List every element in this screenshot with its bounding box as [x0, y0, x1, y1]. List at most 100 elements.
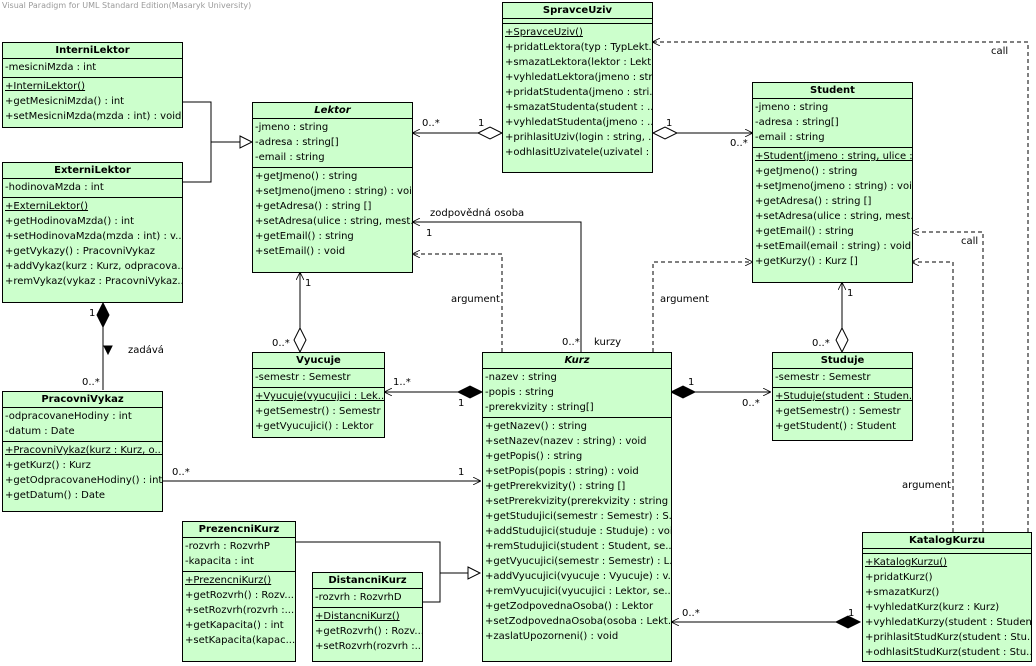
mult-student-spravce: 0..*	[730, 138, 748, 149]
label-argument-lektor: argument	[451, 294, 500, 305]
attributes-compartment: -jmeno : string -adresa : string[] -email …	[753, 99, 912, 148]
class-name: Student	[753, 83, 912, 99]
class-lektor[interactable]: Lektor-jmeno : string-adresa : string[]-…	[252, 102, 413, 273]
operation-row: +getPrerekvizity() : string []	[485, 481, 626, 492]
operations-compartment: +SpravceUziv()+pridatLektora(typ : TypLe…	[503, 24, 652, 162]
attribute-row: -jmeno : string	[755, 102, 829, 113]
operation-row: +vyhledatKurzy(student : Student)	[865, 617, 1031, 628]
attributes-compartment: -rozvrh : RozvrhP -kapacita : int	[183, 538, 295, 572]
class-name: ExterniLektor	[3, 163, 182, 179]
class-distancni-kurz[interactable]: DistancniKurz-rozvrh : RozvrhD+Distancni…	[312, 572, 423, 662]
operation-row: +getAdresa() : string []	[755, 196, 872, 207]
class-vyucuje[interactable]: Vyucuje-semestr : Semestr+Vyucuje(vyucuj…	[252, 352, 385, 438]
operation-row: +odhlasitUzivatele(uzivatel : ...	[505, 147, 652, 158]
operation-row: +Studuje(student : Studen...	[775, 391, 912, 402]
class-interni-lektor[interactable]: InterniLektor-mesicniMzda : int+InterniL…	[2, 42, 183, 128]
class-name: Kurz	[483, 353, 671, 369]
operation-row: +remStudujici(student : Student, se...	[485, 541, 671, 552]
operation-row: +getNazev() : string	[485, 421, 587, 432]
label-argument-katalog: argument	[902, 480, 951, 491]
mult-externi-vykaz: 1	[89, 308, 95, 319]
attributes-compartment: -semestr : Semestr	[253, 369, 384, 388]
dependency-argument-lektor	[413, 254, 503, 352]
operation-row: +setHodinovaMzda(mzda : int) : v...	[5, 231, 182, 242]
attribute-row: -nazev : string	[485, 372, 557, 383]
attribute-row: -adresa : string[]	[255, 137, 339, 148]
zadava-direction-triangle	[103, 345, 113, 356]
attribute-row: -rozvrh : RozvrhP	[185, 541, 270, 552]
mult-vykaz-kurz: 0..*	[172, 467, 190, 478]
operations-compartment: +Vyucuje(vyucujici : Lek...+getSemestr()…	[253, 388, 384, 436]
operation-row: +getZodpovednaOsoba() : Lektor	[485, 601, 654, 612]
attribute-row: -popis : string	[485, 387, 554, 398]
operation-row: +getVyucujici() : Lektor	[255, 421, 374, 432]
mult-zodp-kurz: 0..*	[562, 337, 580, 348]
attribute-row: -adresa : string[]	[755, 117, 839, 128]
generalization-arrowhead-kurz	[467, 566, 482, 580]
operations-compartment: +PracovniVykaz(kurz : Kurz, o...+getKurz…	[3, 442, 162, 505]
class-pracovni-vykaz[interactable]: PracovniVykaz-odpracovaneHodiny : int-da…	[2, 391, 163, 512]
operation-row: +getRozvrh() : Rozv...	[315, 626, 422, 637]
class-spravce-uziv[interactable]: SpravceUziv +SpravceUziv()+pridatLektora(…	[502, 2, 653, 173]
operation-row: +getDatum() : Date	[5, 490, 106, 501]
operation-row: +prihlasitStudKurz(student : Stu...	[865, 632, 1031, 643]
mult-studuje-kurz: 0..*	[742, 398, 760, 409]
class-name: SpravceUziv	[503, 3, 652, 19]
attribute-row: -email : string	[255, 152, 325, 163]
class-student[interactable]: Student -jmeno : string -adresa : string[]…	[752, 82, 913, 283]
class-externi-lektor[interactable]: ExterniLektor-hodinovaMzda : int+Externi…	[2, 162, 183, 303]
attribute-row: -odpracovaneHodiny : int	[5, 411, 132, 422]
mult-katalog-kurz: 1	[848, 608, 854, 619]
mult-student-studuje: 1	[847, 288, 853, 299]
generalization-prezencni-kurz	[296, 541, 468, 574]
attribute-row: -semestr : Semestr	[255, 372, 351, 383]
operation-row: +setZodpovednaOsoba(osoba : Lekt...	[485, 616, 671, 627]
operations-compartment: +InterniLektor()+getMesicniMzda() : int+…	[3, 78, 182, 126]
operation-row: +PracovniVykaz(kurz : Kurz, o...	[5, 445, 162, 456]
attribute-row: -mesicniMzda : int	[5, 62, 97, 73]
mult-vyucuje-kurz: 1..*	[393, 377, 411, 388]
label-call-top: call	[991, 46, 1008, 57]
attributes-compartment: -rozvrh : RozvrhD	[313, 589, 422, 608]
class-katalog-kurzu[interactable]: KatalogKurzu+KatalogKurzu()+pridatKurz()…	[862, 532, 1032, 662]
operation-row: +setKapacita(kapac...	[185, 635, 295, 646]
class-studuje[interactable]: Studuje-semestr : Semestr+Studuje(studen…	[772, 352, 913, 441]
attribute-row: -hodinovaMzda : int	[5, 182, 104, 193]
watermark: Visual Paradigm for UML Standard Edition…	[2, 1, 252, 10]
mult-lektor-vyucuje: 1	[305, 278, 311, 289]
dependency-argument-katalog-student	[912, 262, 954, 532]
operation-row: +Vyucuje(vyucujici : Lek...	[255, 391, 384, 402]
operation-row: +pridatLektora(typ : TypLekt...	[505, 42, 652, 53]
operation-row: +pridatKurz()	[865, 572, 933, 583]
operation-row: +DistancniKurz()	[315, 611, 400, 622]
label-zadava: zadává	[128, 344, 164, 356]
mult-zodp-lektor: 1	[426, 228, 432, 239]
generalization-interni-lektor	[183, 101, 240, 143]
attribute-row: -semestr : Semestr	[775, 372, 871, 383]
operation-row: +PrezencniKurz()	[185, 575, 272, 586]
operation-row: +remVyucujici(vyucujici : Lektor, se...	[485, 586, 671, 597]
attribute-row: -kapacita : int	[185, 556, 254, 567]
class-kurz[interactable]: Kurz-nazev : string-popis : string-prere…	[482, 352, 672, 662]
operation-row: +getKapacita() : int	[185, 620, 284, 631]
operations-compartment: +Student(jmeno : string, ulice :...+getJ…	[753, 148, 912, 271]
operation-row: +vyhledatLektora(jmeno : str...	[505, 72, 652, 83]
attributes-compartment: -jmeno : string-adresa : string[]-email …	[253, 119, 412, 168]
operation-row: +vyhledatKurz(kurz : Kurz)	[865, 602, 1000, 613]
operation-row: +addVyucujici(vyucuje : Vyucuje) : v...	[485, 571, 671, 582]
operation-row: +setJmeno(jmeno : string) : void	[755, 181, 912, 192]
generalization-arrowhead-lektor	[239, 135, 254, 149]
composition-diamond-katalog-kurz	[834, 615, 862, 629]
attributes-compartment: -odpracovaneHodiny : int-datum : Date	[3, 408, 162, 442]
class-name: PracovniVykaz	[3, 392, 162, 408]
mult-spravce-student: 1	[666, 118, 672, 129]
operation-row: +setRozvrh(rozvrh :...	[185, 605, 295, 616]
attributes-compartment	[863, 549, 1031, 554]
operation-row: +getStudent() : Student	[775, 421, 897, 432]
operation-row: +smazatKurz()	[865, 587, 940, 598]
operation-row: +setPopis(popis : string) : void	[485, 466, 639, 477]
class-prezencni-kurz[interactable]: PrezencniKurz-rozvrh : RozvrhP-kapacita …	[182, 521, 296, 662]
attribute-row: -email : string	[755, 132, 825, 143]
operation-row: +pridatStudenta(jmeno : stri...	[505, 87, 652, 98]
